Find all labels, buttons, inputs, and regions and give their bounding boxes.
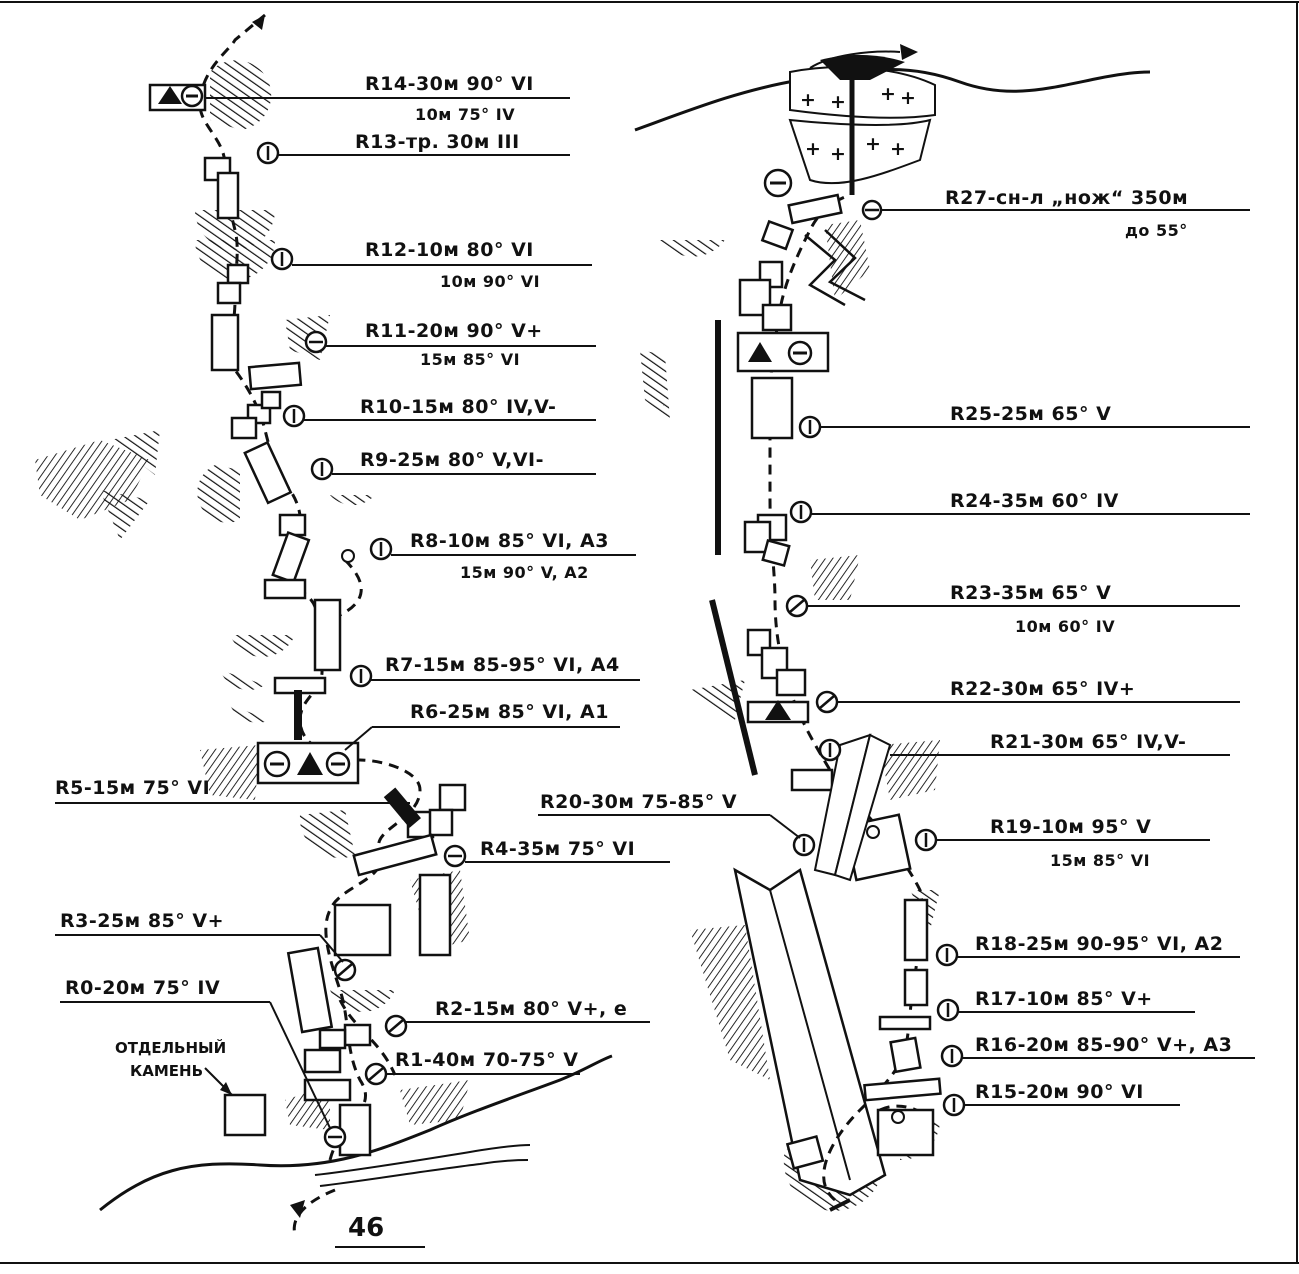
svg-text:+: +: [900, 87, 916, 109]
label-r27: R27-сн-л „нож“ 350м: [945, 187, 1188, 209]
label-r21: R21-30м 65° IV,V-: [990, 731, 1186, 753]
label-r23-sub: 10м 60° IV: [1015, 617, 1115, 636]
label-r15: R15-20м 90° VI: [975, 1081, 1144, 1103]
svg-text:+: +: [800, 89, 816, 111]
label-r11: R11-20м 90° V+: [365, 320, 543, 342]
svg-text:+: +: [890, 138, 906, 160]
label-r5: R5-15м 75° VI: [55, 777, 210, 799]
label-r14-sub: 10м 75° IV: [415, 105, 515, 124]
left-stream: [314, 1144, 531, 1176]
label-r25: R25-25м 65° V: [950, 403, 1111, 425]
svg-text:+: +: [830, 91, 846, 113]
label-r17: R17-10м 85° V+: [975, 988, 1153, 1010]
label-r18: R18-25м 90-95° VI, A2: [975, 933, 1223, 955]
left-route-labels: R14-30м 90° VI 10м 75° IV R13-тр. 30м II…: [55, 73, 635, 1243]
left-hatch-1: [210, 60, 272, 130]
stone-note-line1: ОТДЕЛЬНЫЙ: [115, 1038, 226, 1057]
label-r8: R8-10м 85° VI, A3: [410, 530, 609, 552]
label-r20: R20-30м 75-85° V: [540, 791, 737, 813]
right-route: ++ ++ ++ ++: [538, 44, 1255, 1212]
left-route: [35, 13, 670, 1248]
svg-text:+: +: [880, 83, 896, 105]
label-r7: R7-15м 85-95° VI, A4: [385, 654, 620, 676]
label-r0: R0-20м 75° IV: [65, 977, 220, 999]
label-r12: R12-10м 80° VI: [365, 239, 534, 261]
label-r22: R22-30м 65° IV+: [950, 678, 1135, 700]
label-r24: R24-35м 60° IV: [950, 490, 1119, 512]
label-r6: R6-25м 85° VI, A1: [410, 701, 609, 723]
stone-note-line2: КАМЕНЬ: [130, 1062, 203, 1080]
label-r19: R19-10м 95° V: [990, 816, 1151, 838]
label-r23: R23-35м 65° V: [950, 582, 1111, 604]
label-r16: R16-20м 85-90° V+, A3: [975, 1034, 1232, 1056]
page-number: 46: [348, 1213, 384, 1243]
svg-text:+: +: [865, 133, 881, 155]
svg-text:+: +: [805, 138, 821, 160]
label-r1: R1-40м 70-75° V: [395, 1049, 578, 1071]
label-r19-sub: 15м 85° VI: [1050, 851, 1150, 870]
right-route-labels: R27-сн-л „нож“ 350м до 55° R25-25м 65° V…: [540, 187, 1232, 1103]
label-r3: R3-25м 85° V+: [60, 910, 224, 932]
bivouac-symbol-r6: [263, 750, 351, 778]
left-ground-ridge: [99, 1054, 613, 1212]
label-r27-sub: до 55°: [1125, 221, 1188, 240]
label-r11-sub: 15м 85° VI: [420, 350, 520, 369]
label-r14: R14-30м 90° VI: [365, 73, 534, 95]
right-summit-ridge: [634, 68, 1151, 132]
label-r4: R4-35м 75° VI: [480, 838, 635, 860]
svg-text:+: +: [830, 143, 846, 165]
label-r2: R2-15м 80° V+, e: [435, 998, 627, 1020]
label-r12-sub: 10м 90° VI: [440, 272, 540, 291]
label-r9: R9-25м 80° V,VI-: [360, 449, 544, 471]
bivouac-symbol: [158, 84, 204, 108]
label-r10: R10-15м 80° IV,V-: [360, 396, 556, 418]
label-r8-sub: 15м 90° V, A2: [460, 563, 589, 582]
label-r13: R13-тр. 30м III: [355, 131, 520, 153]
